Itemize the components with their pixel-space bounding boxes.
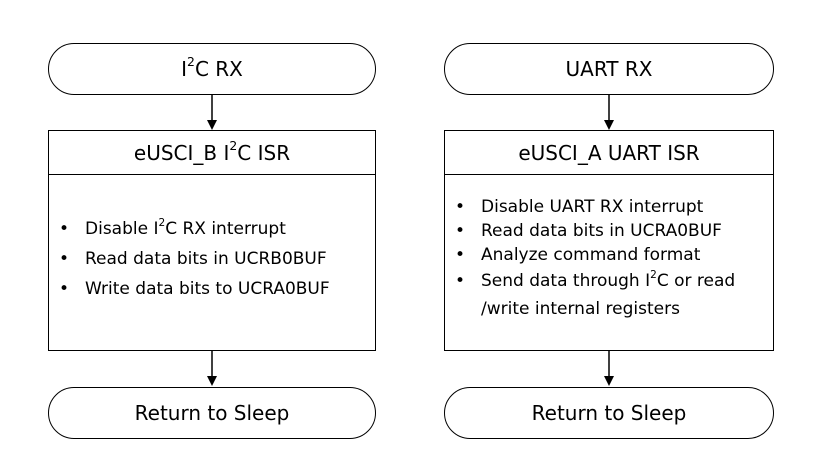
right-start-terminal: UART RX (444, 43, 774, 95)
left-isr-box: eUSCI_B I2C ISR Disable I2C RX interrupt… (48, 130, 376, 351)
right-isr-steps: Disable UART RX interrupt Read data bits… (445, 195, 773, 323)
left-isr-steps: Disable I2C RX interrupt Read data bits … (49, 217, 375, 301)
left-end-terminal: Return to Sleep (48, 387, 376, 439)
right-start-label: UART RX (565, 57, 653, 81)
list-item: Read data bits in UCRB0BUF (49, 247, 375, 271)
list-item: Disable I2C RX interrupt (49, 217, 375, 241)
list-item: Analyze command format (445, 243, 773, 267)
left-isr-title: eUSCI_B I2C ISR (49, 131, 375, 175)
list-item: Read data bits in UCRA0BUF (445, 219, 773, 243)
right-isr-box: eUSCI_A UART ISR Disable UART RX interru… (444, 130, 774, 351)
right-end-terminal: Return to Sleep (444, 387, 774, 439)
list-item: Disable UART RX interrupt (445, 195, 773, 219)
left-start-label: I2C RX (181, 54, 243, 81)
list-item: Send data through I2C or read /write int… (445, 267, 773, 323)
right-isr-title: eUSCI_A UART ISR (445, 131, 773, 175)
right-end-label: Return to Sleep (531, 401, 687, 425)
list-item: Write data bits to UCRA0BUF (49, 277, 375, 301)
left-end-label: Return to Sleep (134, 401, 290, 425)
left-start-terminal: I2C RX (48, 43, 376, 95)
